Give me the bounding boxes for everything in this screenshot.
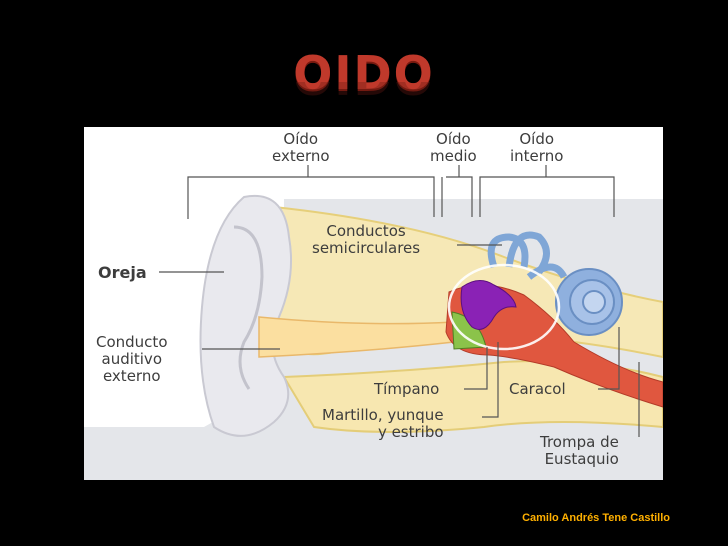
- label-oido-externo: Oído externo: [272, 131, 330, 165]
- label-caracol: Caracol: [509, 381, 566, 398]
- cochlea: [556, 269, 622, 335]
- slide-title-reflection: OIDO: [0, 82, 728, 104]
- ear-diagram: Oído externo Oído medio Oído interno Con…: [84, 127, 663, 480]
- label-conducto-auditivo: Conducto auditivo externo: [96, 334, 168, 385]
- label-conductos-semicirculares: Conductos semicirculares: [312, 223, 420, 257]
- label-trompa-eustaquio: Trompa de Eustaquio: [540, 434, 619, 468]
- author-credit: Camilo Andrés Tene Castillo: [522, 512, 670, 524]
- label-martillo-yunque-estribo: Martillo, yunque y estribo: [322, 407, 444, 441]
- auricle: [201, 196, 292, 436]
- label-oido-interno: Oído interno: [510, 131, 563, 165]
- label-oido-medio: Oído medio: [430, 131, 477, 165]
- label-timpano: Tímpano: [374, 381, 439, 398]
- label-oreja: Oreja: [98, 264, 147, 281]
